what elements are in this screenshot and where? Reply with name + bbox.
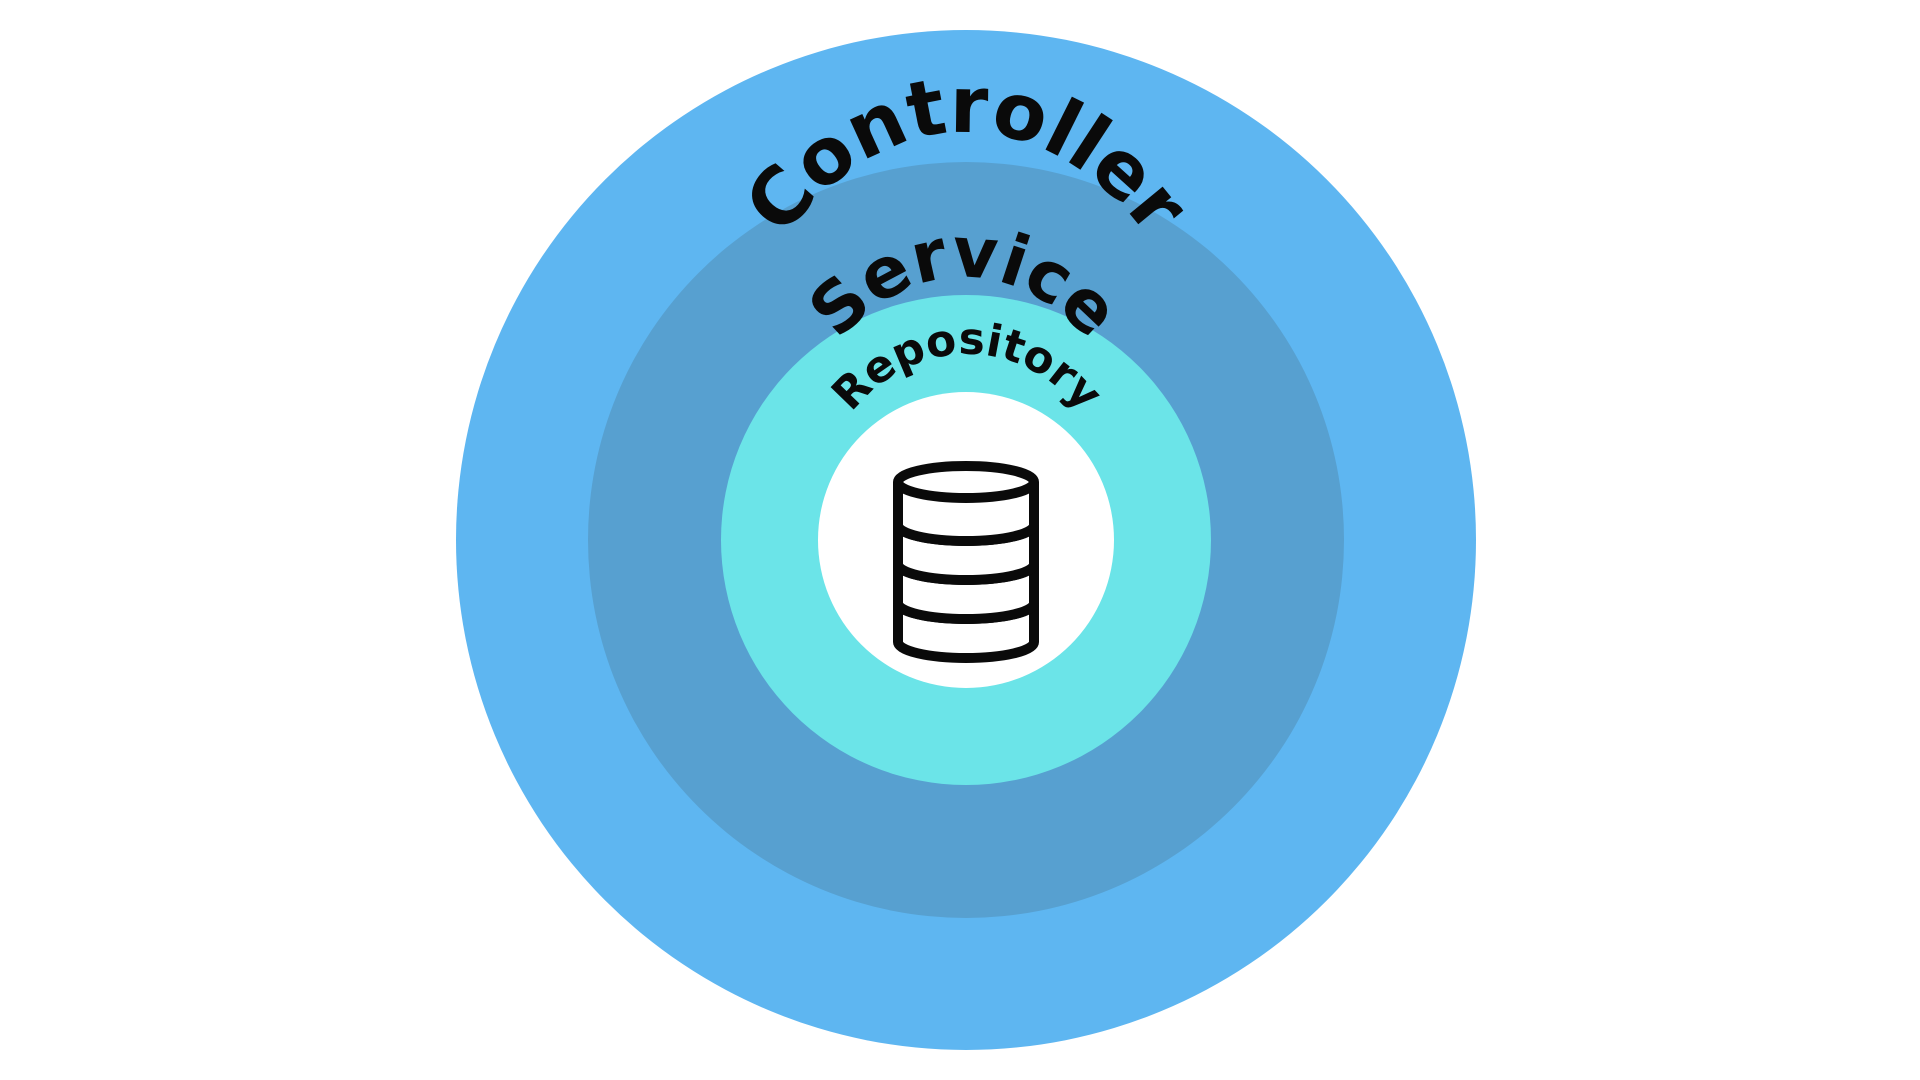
database-icon [893, 461, 1039, 663]
